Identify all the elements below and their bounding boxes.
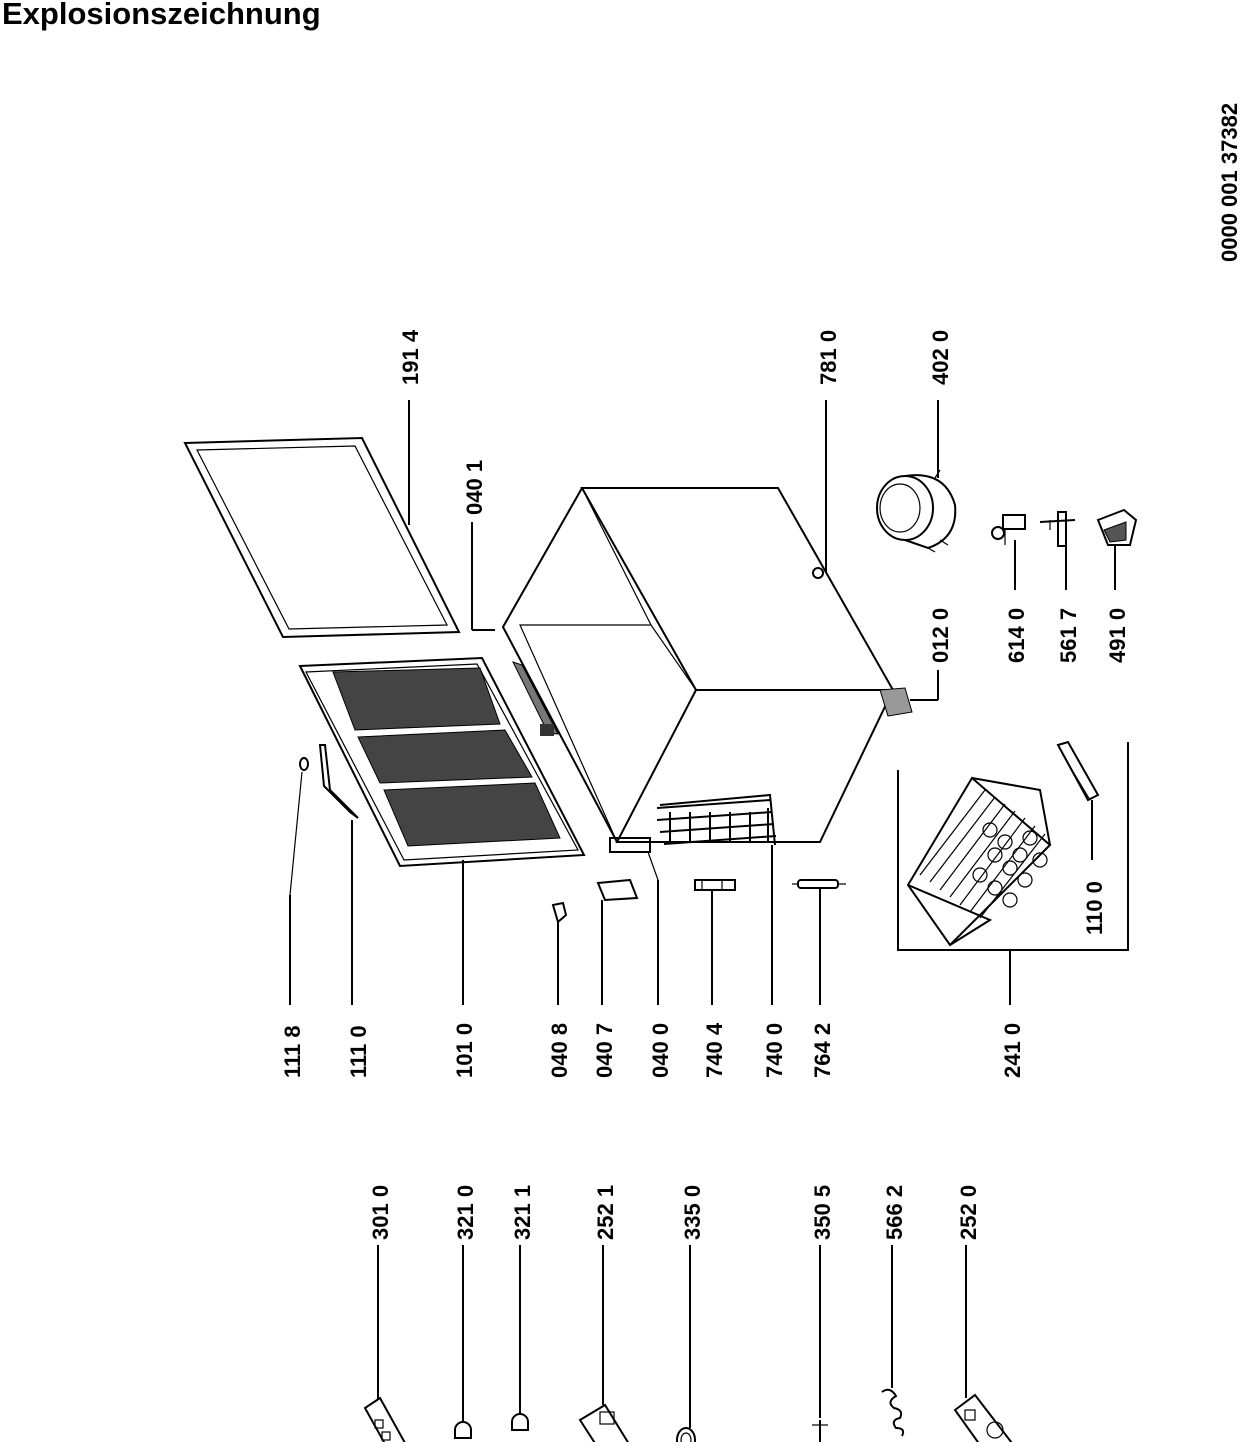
sensor-icon <box>1039 511 1076 547</box>
label-561-7: 561 7 <box>1056 608 1081 663</box>
hinge-icon <box>609 837 651 853</box>
label-101-0: 101 0 <box>452 1023 477 1078</box>
label-491-0: 491 0 <box>1105 608 1130 663</box>
cover-cap-icon <box>1096 508 1138 546</box>
wire-basket-icon <box>906 776 1052 947</box>
freezer-cabinet-icon <box>501 487 913 846</box>
heater-coil-icon <box>881 1388 905 1437</box>
label-040-8: 040 8 <box>547 1023 572 1078</box>
thermostat-housing-icon <box>578 1403 629 1442</box>
divider-icon <box>1056 740 1100 802</box>
plug-icon <box>299 757 309 771</box>
label-040-7: 040 7 <box>592 1023 617 1078</box>
label-321-1: 321 1 <box>510 1185 535 1240</box>
label-040-0: 040 0 <box>648 1023 673 1078</box>
label-740-0: 740 0 <box>762 1023 787 1078</box>
control-panel-icon <box>363 1396 406 1442</box>
handle-icon <box>318 744 359 819</box>
label-301-0: 301 0 <box>368 1185 393 1240</box>
label-321-0: 321 0 <box>453 1185 478 1240</box>
label-040-1: 040 1 <box>462 460 487 515</box>
lid-seal-frame-icon <box>183 436 461 639</box>
label-111-0: 111 0 <box>346 1025 371 1078</box>
knob-icon <box>676 1427 696 1442</box>
label-402-0: 402 0 <box>928 330 953 385</box>
compressor-icon <box>876 469 957 553</box>
switch-pin-icon <box>812 1420 828 1442</box>
leader-line <box>289 771 303 896</box>
label-335-0: 335 0 <box>680 1185 705 1240</box>
document-number: 0000 001 37382 <box>1217 103 1240 262</box>
label-110-0: 110 0 <box>1082 881 1107 935</box>
clip-icon <box>551 901 568 924</box>
label-252-1: 252 1 <box>593 1185 618 1240</box>
lid-icon <box>298 656 586 868</box>
label-566-2: 566 2 <box>882 1185 907 1240</box>
hinge-cover-icon <box>596 878 639 902</box>
group-bracket-line <box>897 742 1129 951</box>
bracket-icon <box>694 879 736 891</box>
drier-filter-icon <box>792 879 846 889</box>
label-111-8: 111 8 <box>280 1025 305 1078</box>
label-614-0: 614 0 <box>1004 608 1029 663</box>
label-191-4: 191 4 <box>398 329 423 385</box>
leader-line <box>647 851 659 881</box>
relay-icon <box>991 514 1026 545</box>
label-740-4: 740 4 <box>702 1022 727 1078</box>
thermostat-icon <box>953 1393 1013 1442</box>
label-012-0: 012 0 <box>928 608 953 663</box>
indicator-lamp-icon <box>511 1413 529 1431</box>
label-781-0: 781 0 <box>816 330 841 385</box>
indicator-lamp-icon <box>454 1421 472 1439</box>
label-350-5: 350 5 <box>810 1185 835 1240</box>
label-252-0: 252 0 <box>956 1185 981 1240</box>
label-241-0: 241 0 <box>1000 1023 1025 1078</box>
page-title: Explosionszeichnung <box>2 0 321 31</box>
label-764-2: 764 2 <box>810 1023 835 1078</box>
